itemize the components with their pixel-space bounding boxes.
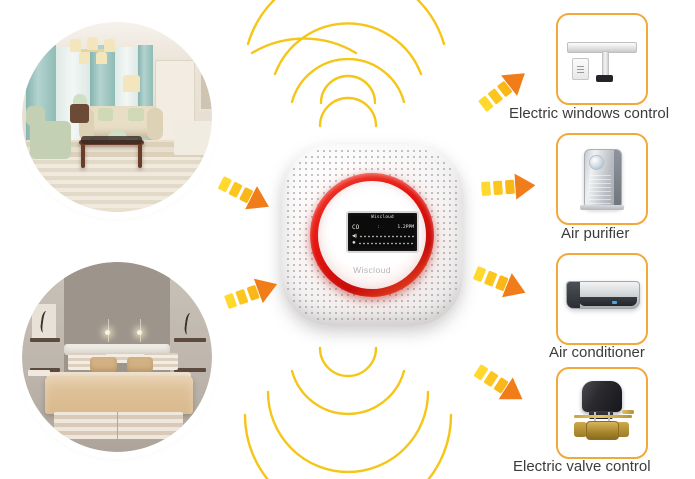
lcd-metric-row: CO : 1.2PPM xyxy=(352,224,414,231)
device-alert-ring: Wiscloud CO : 1.2PPM ◀) ✹ Wiscl xyxy=(310,173,434,297)
device-card-electric-windows[interactable] xyxy=(556,13,648,105)
lcd-metric-label: CO xyxy=(352,224,360,231)
device-card-air-purifier[interactable] xyxy=(556,133,648,225)
brightness-icon: ✹ xyxy=(352,240,356,245)
air-quality-sensor-hub[interactable]: Wiscloud CO : 1.2PPM ◀) ✹ Wiscl xyxy=(281,144,463,326)
lcd-brightness-level-row: ✹ xyxy=(352,240,414,246)
arrow-head xyxy=(253,271,282,304)
device-card-electric-valve[interactable] xyxy=(556,367,648,459)
lcd-title: Wiscloud xyxy=(371,215,394,220)
device-label-air-conditioner: Air conditioner xyxy=(549,344,645,361)
signal-waves-bottom xyxy=(243,346,453,479)
device-label-electric-valve: Electric valve control xyxy=(513,458,651,475)
arrow-dash xyxy=(504,179,515,195)
lcd-speaker-level-row: ◀) xyxy=(352,233,414,239)
device-lcd-screen: Wiscloud CO : 1.2PPM ◀) ✹ xyxy=(346,211,419,253)
signal-waves-top xyxy=(246,0,446,128)
lcd-dot-scale xyxy=(357,241,414,245)
arrow-head xyxy=(514,172,537,200)
lcd-separator: : xyxy=(376,225,380,230)
bedroom-photo xyxy=(22,262,212,452)
device-brand-label: Wiscloud xyxy=(353,265,391,275)
arrow-dash xyxy=(235,288,249,306)
speaker-icon: ◀) xyxy=(352,233,358,238)
lcd-metric-value: 1.2PPM xyxy=(397,225,414,230)
living-room-photo xyxy=(22,22,212,212)
arrow-dash xyxy=(492,180,503,196)
arrow-dash xyxy=(481,181,491,196)
arrow-dash xyxy=(224,292,238,310)
device-label-electric-windows: Electric windows control xyxy=(509,105,670,122)
device-card-air-conditioner[interactable] xyxy=(556,253,648,345)
device-face: Wiscloud CO : 1.2PPM ◀) ✹ Wiscl xyxy=(318,181,426,289)
lcd-dot-scale xyxy=(359,234,414,238)
device-label-air-purifier: Air purifier xyxy=(561,225,630,242)
